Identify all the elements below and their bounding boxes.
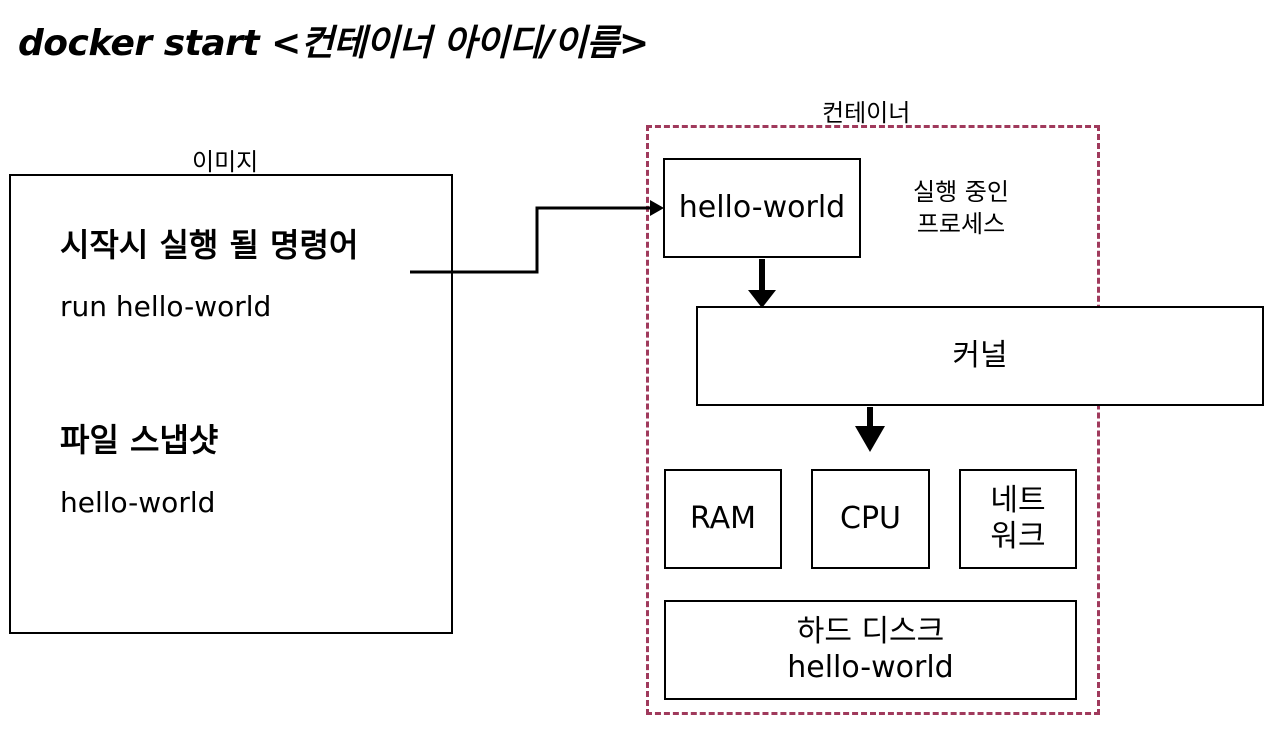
network-box: 네트 워크 [959, 469, 1077, 569]
kernel-box: 커널 [696, 306, 1264, 406]
file-snapshot-heading: 파일 스냅샷 [60, 421, 219, 459]
page-title: docker start <컨테이너 아이디/이름> [18, 23, 649, 64]
cpu-box: CPU [811, 469, 930, 569]
hard-disk-label: 하드 디스크 [796, 614, 945, 649]
ram-box: RAM [664, 469, 782, 569]
image-box [9, 174, 453, 634]
kernel-label: 커널 [952, 338, 1008, 373]
running-process-caption: 실행 중인 프로세스 [896, 176, 1026, 241]
network-label-line1: 네트 [990, 483, 1046, 518]
running-process-caption-line2: 프로세스 [916, 210, 1006, 239]
file-snapshot-value: hello-world [60, 486, 216, 519]
network-label-line2: 워크 [990, 519, 1046, 554]
running-process-name: hello-world [678, 190, 846, 225]
cpu-label: CPU [840, 501, 901, 536]
hard-disk-value: hello-world [787, 650, 954, 685]
running-process-caption-line1: 실행 중인 [913, 178, 1009, 206]
ram-label: RAM [689, 501, 757, 536]
startup-command-heading: 시작시 실행 될 명령어 [60, 226, 359, 264]
container-label: 컨테이너 [822, 99, 911, 127]
container-frame [646, 125, 1100, 715]
running-process-box: hello-world [663, 158, 861, 258]
hard-disk-box: 하드 디스크 hello-world [664, 600, 1077, 700]
image-label: 이미지 [192, 148, 259, 176]
startup-command-value: run hello-world [60, 290, 272, 323]
